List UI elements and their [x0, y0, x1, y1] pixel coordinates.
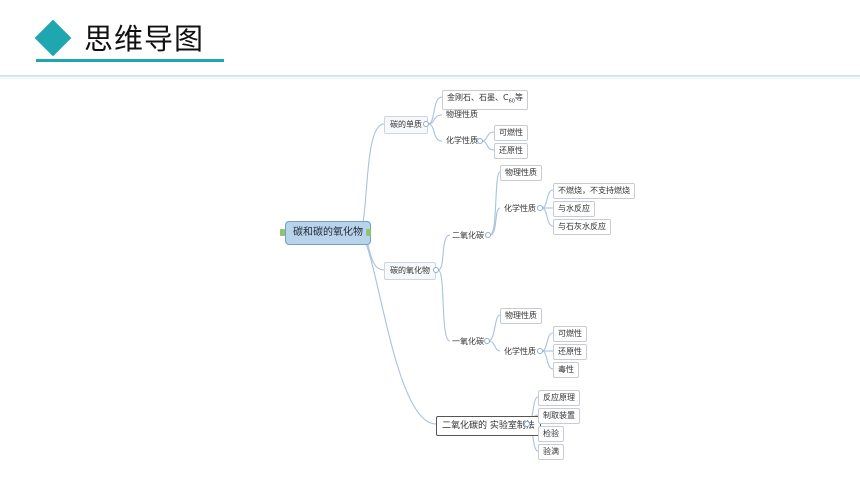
node-carbon-examples[interactable]: 金刚石、石墨、C60等	[442, 90, 528, 110]
node-co2[interactable]: 二氧化碳	[452, 231, 484, 240]
node-co-chem-3[interactable]: 毒性	[553, 362, 579, 378]
node-lab-2[interactable]: 制取装置	[538, 408, 580, 424]
root-left-handle[interactable]	[280, 229, 285, 236]
node-co2-physical[interactable]: 物理性质	[500, 165, 542, 181]
node-ce-physical[interactable]: 物理性质	[446, 110, 478, 119]
edge-co-chemical	[487, 340, 501, 352]
slide-title: 思维导图	[84, 22, 205, 56]
examples-sub: 60	[508, 98, 515, 105]
node-co[interactable]: 一氧化碳	[452, 337, 484, 346]
node-co2-chem-2[interactable]: 与水反应	[553, 201, 595, 217]
edge-co2-chemical	[489, 207, 501, 236]
node-ce-flammable[interactable]: 可燃性	[494, 125, 528, 141]
node-co-chem-2[interactable]: 还原性	[553, 344, 587, 360]
edge-ce-flammable	[481, 131, 495, 142]
collapse-dot-co2-lab[interactable]	[524, 421, 530, 427]
node-lab-1[interactable]: 反应原理	[538, 390, 580, 406]
title-underline	[36, 59, 224, 62]
node-lab-4[interactable]: 验满	[538, 444, 564, 460]
node-co2-lab[interactable]: 二氧化碳的 实验室制法	[436, 416, 541, 436]
examples-suffix: 等	[514, 93, 523, 102]
slide-header: 思维导图	[0, 0, 860, 80]
node-ce-reducing[interactable]: 还原性	[494, 143, 528, 159]
examples-text: 金刚石、石墨、C	[447, 93, 509, 102]
node-ce-chemical[interactable]: 化学性质	[446, 136, 478, 145]
co2-lab-label-part1: 二氧化碳的	[442, 421, 488, 431]
node-co2-chem-3[interactable]: 与石灰水反应	[553, 219, 611, 235]
node-co2-chem-1[interactable]: 不燃烧，不支持燃烧	[553, 183, 635, 199]
edge-root-carbon-element	[357, 123, 385, 233]
collapse-dot-carbon-element[interactable]	[423, 121, 429, 127]
node-co2-chemical[interactable]: 化学性质	[504, 204, 536, 213]
root-right-handle[interactable]	[366, 229, 371, 236]
collapse-dot-co2[interactable]	[485, 232, 491, 238]
edge-ce-examples	[427, 96, 443, 125]
edge-co2-c1	[541, 189, 554, 209]
node-co-physical[interactable]: 物理性质	[500, 308, 542, 324]
node-co-chemical[interactable]: 化学性质	[504, 347, 536, 356]
edge-ox-co	[437, 269, 451, 342]
header-divider-shadow	[0, 78, 860, 79]
edge-root-co2-lab	[357, 231, 437, 425]
node-carbon-element[interactable]: 碳的单质	[384, 116, 428, 134]
edge-co-c1	[541, 332, 554, 352]
collapse-dot-co2-chemical[interactable]	[537, 205, 543, 211]
edge-ce-reducing	[481, 140, 495, 151]
edge-ce-chemical	[427, 123, 443, 142]
edge-co2-physical	[489, 171, 501, 236]
node-lab-3[interactable]: 检验	[538, 426, 564, 442]
edge-co-physical	[487, 314, 501, 342]
edge-co2-c3	[541, 207, 554, 227]
root-node[interactable]: 碳和碳的氧化物	[285, 221, 371, 245]
node-carbon-oxides[interactable]: 碳的氧化物	[384, 262, 436, 280]
edge-ox-co2	[437, 234, 451, 271]
collapse-dot-carbon-oxides[interactable]	[433, 267, 439, 273]
edge-co-c3	[541, 350, 554, 370]
collapse-dot-co-chemical[interactable]	[537, 348, 543, 354]
collapse-dot-co[interactable]	[484, 338, 490, 344]
header-divider	[0, 75, 860, 77]
co2-lab-label-part2: 实验室制法	[489, 421, 535, 431]
collapse-dot-ce-chemical[interactable]	[477, 138, 483, 144]
node-co-chem-1[interactable]: 可燃性	[553, 326, 587, 342]
